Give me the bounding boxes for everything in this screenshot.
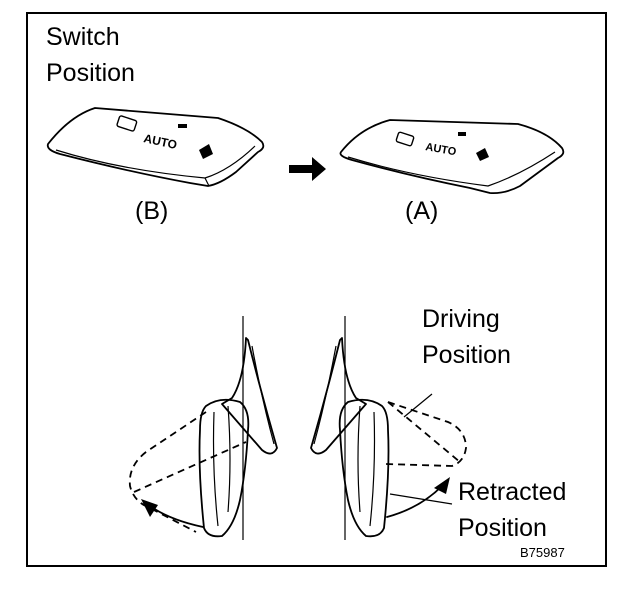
switch-b-label: (B) bbox=[135, 197, 169, 225]
rotate-right-arrow-icon bbox=[434, 477, 450, 494]
driving-position-label-line1: Driving bbox=[422, 305, 500, 333]
retracted-position-label-line2: Position bbox=[458, 514, 547, 542]
left-mirror bbox=[128, 316, 278, 540]
mirror-switch-b: AUTO bbox=[46, 107, 265, 187]
figure-code: B75987 bbox=[520, 545, 565, 560]
auto-text-a: AUTO bbox=[424, 141, 457, 158]
auto-text-b: AUTO bbox=[142, 131, 178, 152]
rotate-left-arrow-icon bbox=[141, 499, 158, 517]
diagram-frame bbox=[26, 12, 607, 567]
mirror-switch-a: AUTO bbox=[339, 119, 565, 195]
retracted-position-label-line1: Retracted bbox=[458, 478, 567, 506]
switch-position-label-line1: Switch bbox=[46, 23, 120, 51]
transition-arrow-icon bbox=[289, 157, 326, 181]
switch-a-label: (A) bbox=[405, 197, 439, 225]
switch-position-label-line2: Position bbox=[46, 59, 135, 87]
driving-position-label-line2: Position bbox=[422, 341, 511, 369]
right-mirror bbox=[310, 316, 467, 540]
